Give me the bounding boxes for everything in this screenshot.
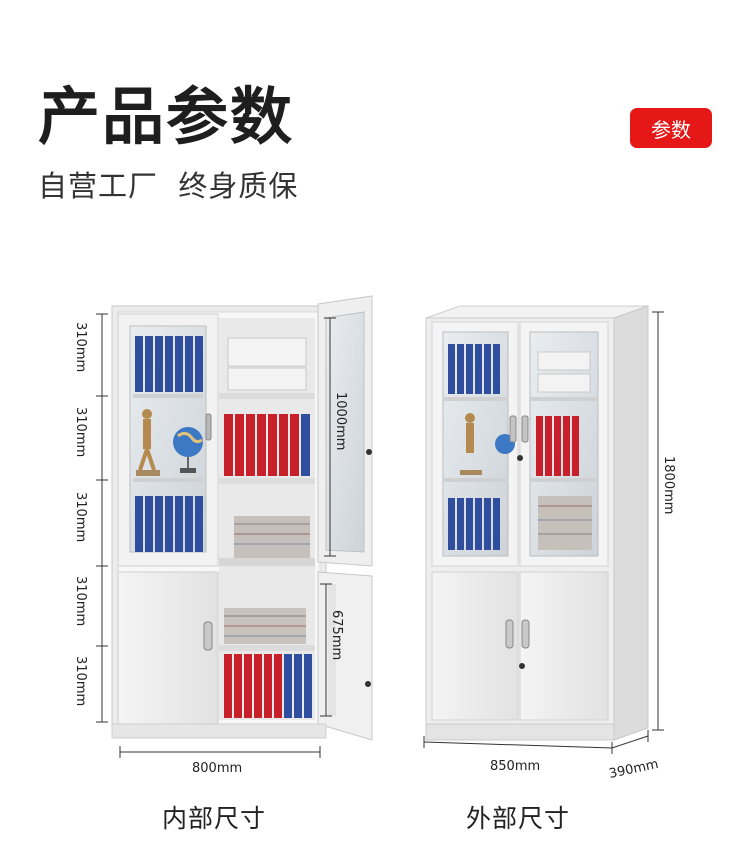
outer-dimensions-caption: 外部尺寸 (466, 804, 571, 833)
params-badge: 参数 (630, 108, 712, 148)
inner-dimension-lines (96, 313, 336, 758)
page-subtitle: 自营工厂 终身质保 (38, 169, 299, 203)
shelf-height-label-3: 310mm (73, 492, 88, 542)
blue-binders-inner (135, 336, 203, 552)
shelf-height-label-1: 310mm (73, 322, 88, 372)
red-binders-inner (224, 414, 310, 476)
outer-dimension-lines (423, 311, 664, 754)
globe-icon (173, 427, 203, 473)
statue-icon (136, 409, 160, 476)
outer-depth-label: 390mm (608, 757, 660, 782)
outer-height-label: 1800mm (661, 456, 676, 514)
outer-width-label: 850mm (490, 759, 540, 774)
outer-cabinet (425, 305, 649, 741)
inner-dimensions-caption: 内部尺寸 (162, 804, 267, 833)
shelf-height-label-2: 310mm (73, 407, 88, 457)
shelf-height-label-5: 310mm (73, 656, 88, 706)
shelf-height-label-4: 310mm (73, 576, 88, 626)
page-title: 产品参数 (38, 80, 295, 153)
inner-shelf-labels: 310mm 310mm 310mm 310mm 310mm (73, 322, 88, 706)
inner-width-label: 800mm (192, 761, 242, 776)
inner-cabinet (111, 295, 373, 741)
upper-door-height-label: 1000mm (333, 392, 348, 450)
lower-door-height-label: 675mm (329, 610, 344, 660)
